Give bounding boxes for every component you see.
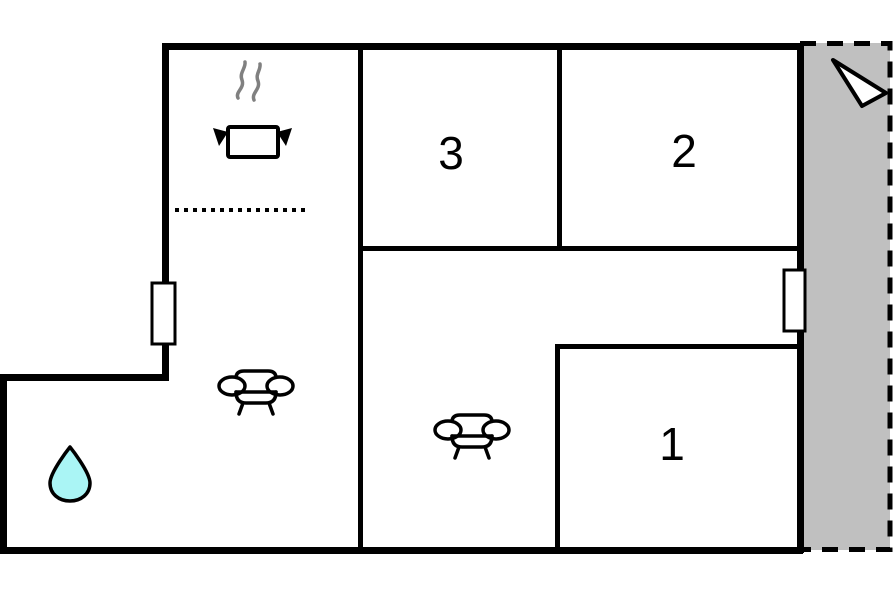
terrace-fill: [800, 43, 890, 550]
window-group: [150, 268, 807, 346]
annex-floor-surface: [3, 374, 168, 553]
pot-handle-right: [277, 128, 292, 146]
north-arrow-icon: [831, 58, 888, 108]
floor-surfaces: [3, 43, 803, 553]
sofa-backrest: [234, 369, 278, 391]
sofa-leg-right: [483, 445, 491, 460]
wall-group: [0, 43, 804, 554]
sofa-icon: [433, 413, 511, 460]
window-right: [782, 268, 807, 333]
main-floor-surface: [165, 43, 803, 553]
stove-pot-icon: [213, 60, 292, 159]
sofa-leg-left: [453, 445, 461, 460]
room-number-label: 2: [671, 125, 697, 177]
water-drop-icon: [48, 445, 92, 503]
room-number-label: 1: [659, 418, 685, 470]
terrace-area: [800, 41, 893, 552]
steam-squiggle-left: [235, 60, 247, 100]
sofa-leg-left: [237, 401, 245, 416]
sofa-seat-base: [234, 390, 278, 405]
pot-handle-left: [213, 128, 228, 146]
steam-squiggle-right: [251, 62, 262, 102]
sofa-leg-right: [267, 401, 275, 416]
sofa-seat-base: [450, 434, 494, 449]
sofa-backrest: [450, 413, 494, 435]
sofa-icon: [217, 369, 295, 416]
partition-group: [358, 44, 803, 553]
room-number-label: 3: [438, 127, 464, 179]
window-left: [150, 281, 177, 346]
pot-body: [226, 125, 280, 159]
